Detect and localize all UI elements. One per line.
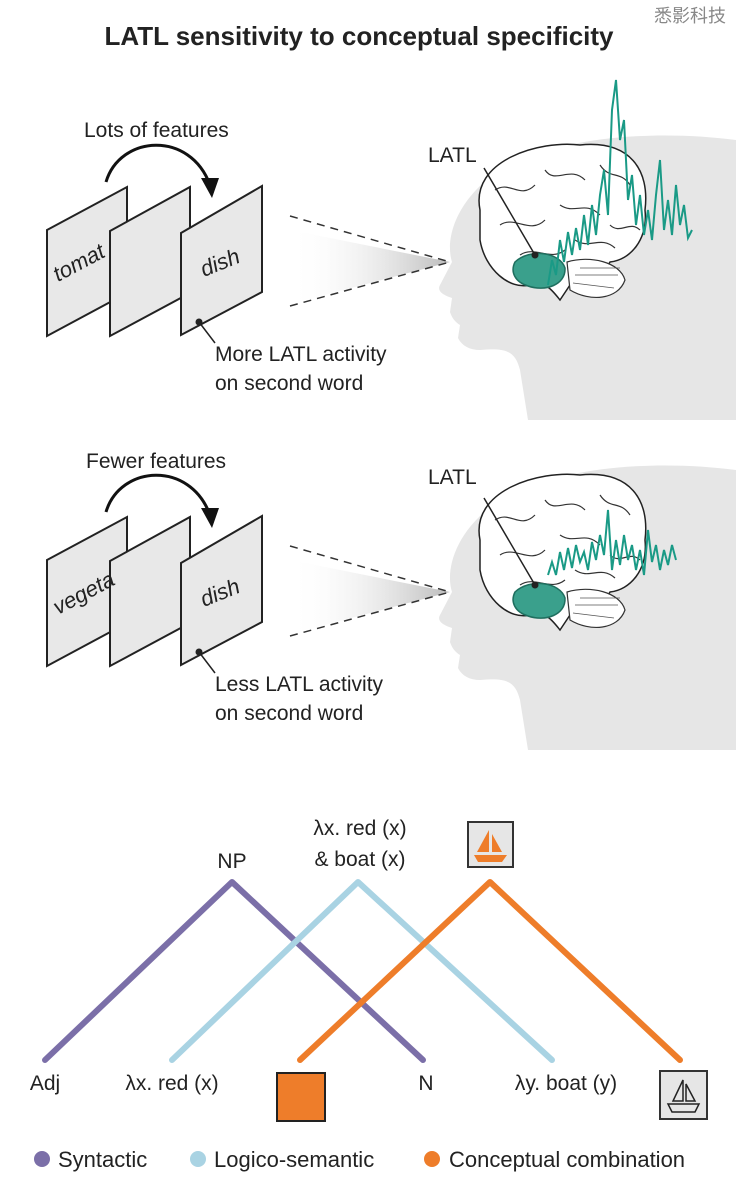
brain-signal-trace bbox=[547, 79, 693, 286]
np-label: NP bbox=[217, 850, 246, 873]
logico-semantic-branch bbox=[169, 879, 555, 1063]
latl-label: LATL bbox=[428, 466, 477, 489]
legend-dot-logico-semantic bbox=[190, 1151, 206, 1167]
watermark: 悉影科技 bbox=[654, 6, 726, 26]
orange-square-icon bbox=[276, 1072, 326, 1122]
conceptual-branch bbox=[297, 879, 683, 1063]
head-brain-illustration bbox=[438, 134, 736, 421]
legend-syntactic: Syntactic bbox=[58, 1147, 147, 1172]
legend: Syntactic Logico-semantic Conceptual com… bbox=[34, 1147, 685, 1172]
features-label: Lots of features bbox=[84, 119, 229, 142]
activity-line-1: More LATL activity bbox=[215, 343, 387, 366]
panel-lots-of-features: Lots of features tomat dish More LATL ac… bbox=[45, 79, 736, 421]
lambda-boat-label: λy. boat (y) bbox=[515, 1072, 617, 1095]
adj-label: Adj bbox=[30, 1072, 60, 1095]
legend-logico-semantic: Logico-semantic bbox=[214, 1147, 374, 1172]
n-label: N bbox=[418, 1072, 433, 1095]
legend-dot-conceptual bbox=[424, 1151, 440, 1167]
word-cards bbox=[45, 143, 452, 345]
legend-conceptual: Conceptual combination bbox=[449, 1147, 685, 1172]
figure-title: LATL sensitivity to conceptual specifici… bbox=[104, 21, 614, 51]
legend-dot-syntactic bbox=[34, 1151, 50, 1167]
latl-label: LATL bbox=[428, 144, 477, 167]
features-label: Fewer features bbox=[86, 450, 226, 473]
syntactic-branch bbox=[42, 879, 426, 1063]
lambda-top-line-1: λx. red (x) bbox=[313, 817, 406, 840]
activity-line-1: Less LATL activity bbox=[215, 673, 384, 696]
panel-fewer-features bbox=[45, 464, 736, 751]
orange-boat-icon bbox=[467, 821, 514, 868]
brain-signal-trace bbox=[547, 509, 677, 576]
head-brain-illustration bbox=[438, 464, 736, 751]
boat-icon bbox=[659, 1070, 708, 1120]
composition-tree: NP λx. red (x) & boat (x) Adj λx. red (x… bbox=[30, 817, 708, 1122]
lambda-top-line-2: & boat (x) bbox=[314, 848, 405, 871]
activity-line-2: on second word bbox=[215, 372, 363, 395]
activity-line-2: on second word bbox=[215, 702, 363, 725]
lambda-red-label: λx. red (x) bbox=[125, 1072, 218, 1095]
